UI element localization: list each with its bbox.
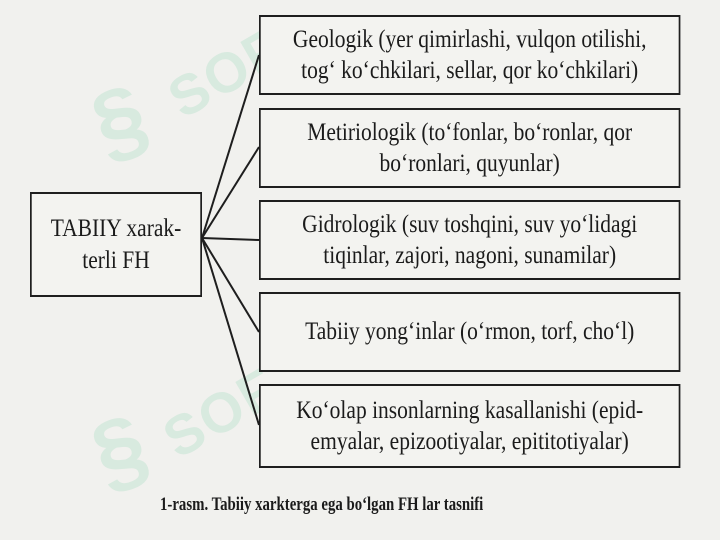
connector-line [201, 237, 260, 333]
branch-node-yonginlar: Tabiiy yong‘inlar (o‘rmon, torf, cho‘l) [259, 292, 681, 372]
connector-line [201, 146, 260, 239]
branch-node-label: Gidrologik (suv toshqini, suv yo‘lidagi [302, 210, 638, 238]
root-node-label: TABIIY xarak- [50, 215, 182, 243]
branch-node-metiriologik: Metiriologik (to‘fonlar, bo‘ronlar, qor … [259, 108, 681, 188]
connector-line [201, 237, 260, 426]
branch-node-label: Geologik (yer qimirlashi, vulqon otilish… [292, 25, 647, 53]
connector-line [201, 237, 260, 241]
branch-node-label: tiqinlar, zajori, nagoni, sunamilar) [323, 242, 617, 269]
branch-node-label: tog‘ ko‘chkilari, sellar, qor ko‘chkilar… [301, 57, 639, 84]
root-node: TABIIY xarak- terli FH [30, 192, 202, 297]
figure-caption: 1-rasm. Tabiiy xarkterga ega bo‘lgan FH … [160, 494, 484, 515]
branch-node-label: Ko‘olap insonlarning kasallanishi (epid- [296, 396, 644, 424]
root-node-label: terli FH [82, 246, 150, 274]
branch-node-label: emyalar, epizootiyalar, epititotiyalar) [310, 428, 629, 455]
branch-node-kasallanish: Ko‘olap insonlarning kasallanishi (epid-… [259, 384, 681, 468]
connector-line [201, 54, 260, 239]
branch-node-label: Metiriologik (to‘fonlar, bo‘ronlar, qor [307, 118, 633, 146]
branch-node-gidrologik: Gidrologik (suv toshqini, suv yo‘lidagi … [259, 200, 681, 280]
branch-node-geologik: Geologik (yer qimirlashi, vulqon otilish… [259, 15, 681, 95]
branch-node-label: bo‘ronlari, quyunlar) [379, 150, 560, 177]
branch-node-label: Tabiiy yong‘inlar (o‘rmon, torf, cho‘l) [305, 318, 635, 346]
